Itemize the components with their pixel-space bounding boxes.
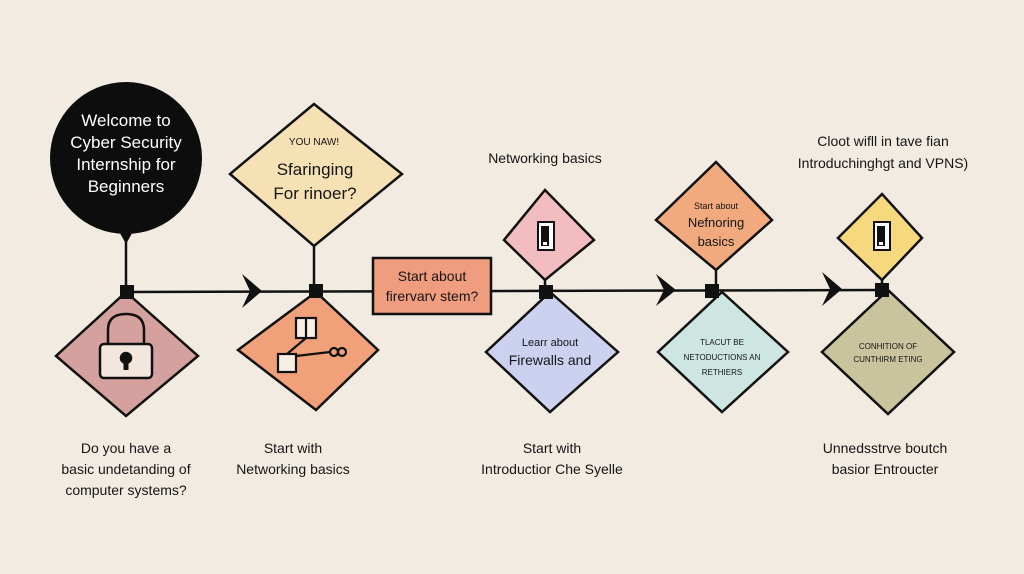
network-diamond xyxy=(235,290,380,412)
server-icon xyxy=(537,221,555,251)
caption-2: Start with Networking basics xyxy=(236,440,350,477)
firewall-bottom-diamond xyxy=(484,290,620,414)
vpn-label: Cloot wifll in tave fian Introduchinghgt… xyxy=(797,133,969,171)
mint-diamond xyxy=(656,290,790,414)
network-nodes-icon xyxy=(276,316,348,374)
question-diamond-small: YOU NAW! xyxy=(288,137,340,148)
timeline-line xyxy=(125,288,885,294)
chevron-1 xyxy=(242,274,262,308)
junction-4 xyxy=(705,284,719,298)
start-title: Welcome to Cyber Security Internship for… xyxy=(70,111,182,196)
caption-4: Unnedsstrve boutch basior Entroucter xyxy=(822,440,948,477)
networking-basics-label: Networking basics xyxy=(488,150,602,166)
start-bubble xyxy=(50,82,202,292)
mint-diamond-text: TLACUT BE NETODUCTIONS AN RETHIERS xyxy=(683,338,761,377)
olive-diamond-text: CONHITION OF CUNTHIRM ETING xyxy=(853,342,923,364)
junction-1 xyxy=(120,285,134,299)
question-diamond-title: Sfaringing For rinoer? xyxy=(273,160,357,203)
padlock-icon xyxy=(98,312,154,380)
question-box xyxy=(371,256,493,316)
chevron-3 xyxy=(822,272,842,306)
question-box-text: Start about firervarv stem? xyxy=(385,268,479,304)
chevron-2 xyxy=(656,274,676,306)
caption-3: Start with Introductior Che Syelle xyxy=(481,440,623,477)
server-icon xyxy=(873,221,891,251)
orange-diamond-small: Start about xyxy=(693,201,739,211)
olive-diamond xyxy=(820,288,956,416)
junction-3 xyxy=(539,285,553,299)
junction-5 xyxy=(875,283,889,297)
orange-diamond-title: Nefnoring basics xyxy=(687,215,745,249)
firewall-diamond-text: Learr about Firewalls and xyxy=(508,337,592,368)
caption-1: Do you have a basic undetanding of compu… xyxy=(61,440,191,498)
junction-2 xyxy=(309,284,323,298)
